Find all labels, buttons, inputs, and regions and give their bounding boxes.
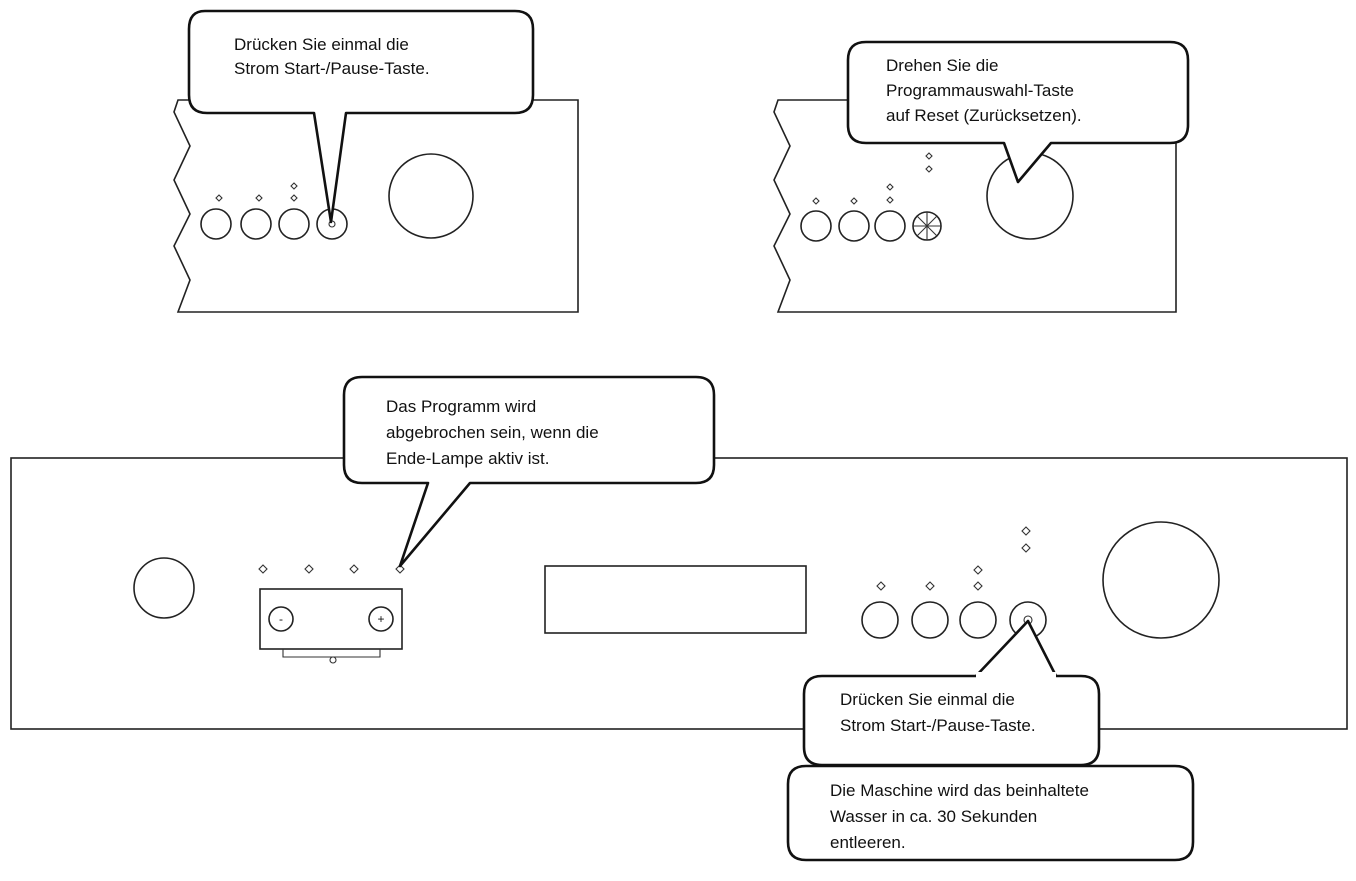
control-panel-body [10, 457, 1348, 730]
indicator-lamp [290, 182, 298, 190]
callout-top-left: Drücken Sie einmal die Strom Start-/Paus… [187, 9, 535, 224]
indicator-lamp [1021, 543, 1031, 553]
callout-bottom-right-drain-line-2: Wasser in ca. 30 Sekunden [830, 807, 1037, 826]
indicator-lamp [304, 564, 314, 574]
callout-top-right-line-2: Programmauswahl-Taste [886, 81, 1074, 100]
callout-bottom-right-drain-line-3: entleeren. [830, 833, 906, 852]
callout-bottom-right-press: Drücken Sie einmal die Strom Start-/Paus… [802, 619, 1101, 767]
callout-bottom-right-drain: Die Maschine wird das beinhaltete Wasser… [786, 764, 1195, 862]
indicator-lamp [850, 197, 858, 205]
display-window [544, 565, 807, 634]
indicator-lamp [258, 564, 268, 574]
program-selector-knob[interactable] [1102, 521, 1220, 639]
indicator-lamp [1021, 526, 1031, 536]
indicator-lamp [255, 194, 263, 202]
indicator-lamp [925, 165, 933, 173]
panel-top-right-buttons [800, 210, 942, 242]
callout-top-left-line-2: Strom Start-/Pause-Taste. [234, 59, 430, 78]
panel-bottom-indicators [876, 526, 1031, 591]
callout-tail-joint [976, 672, 1056, 679]
plus-button[interactable] [368, 606, 394, 632]
indicator-lamp [812, 197, 820, 205]
panel-top-right-indicators [812, 152, 933, 205]
indicator-lamp [290, 194, 298, 202]
left-dial[interactable] [133, 557, 195, 619]
end-lamp [395, 564, 405, 574]
callout-top-right: Drehen Sie die Programmauswahl-Taste auf… [846, 40, 1190, 184]
minus-button[interactable] [268, 606, 294, 632]
start-pause-button-pressed[interactable] [912, 211, 942, 241]
callout-top-right-line-3: auf Reset (Zurücksetzen). [886, 106, 1082, 125]
callout-top-left-line-1: Drücken Sie einmal die [234, 35, 409, 54]
panel-top-left [173, 99, 579, 313]
indicator-lamp [876, 581, 886, 591]
time-adjust-box [259, 588, 403, 650]
indicator-lamp [973, 581, 983, 591]
indicator-lamp [886, 183, 894, 191]
callout-bottom-middle: Das Programm wird abgebrochen sein, wenn… [342, 375, 716, 568]
minus-symbol: - [279, 612, 283, 626]
callout-bottom-middle-line-3: Ende-Lampe aktiv ist. [386, 449, 549, 468]
callout-bottom-middle-line-2: abgebrochen sein, wenn die [386, 423, 599, 442]
callout-bottom-right-press-line-1: Drücken Sie einmal die [840, 690, 1015, 709]
panel-top-left-indicators [215, 152, 336, 202]
callout-bottom-middle-line-1: Das Programm wird [386, 397, 536, 416]
option-button-3[interactable] [278, 208, 310, 240]
panel-top-left-buttons [200, 208, 348, 240]
option-button-2[interactable] [911, 601, 949, 639]
panel-bottom: - + [10, 457, 1348, 730]
indicator-lamp [215, 194, 223, 202]
option-button-3[interactable] [874, 210, 906, 242]
option-button-1[interactable] [861, 601, 899, 639]
option-button-2[interactable] [240, 208, 272, 240]
callout-bottom-right-drain-line-1: Die Maschine wird das beinhaltete [830, 781, 1089, 800]
plus-symbol: + [377, 612, 384, 626]
bracket-marker [329, 656, 337, 664]
bracket-line [282, 649, 381, 658]
indicator-lamp [925, 581, 935, 591]
option-button-2[interactable] [838, 210, 870, 242]
option-button-3[interactable] [959, 601, 997, 639]
option-button-1[interactable] [800, 210, 832, 242]
indicator-lamp [349, 564, 359, 574]
time-adjust-module: - + [259, 588, 403, 664]
option-button-1[interactable] [200, 208, 232, 240]
indicator-lamp [925, 152, 933, 160]
callout-top-right-line-1: Drehen Sie die [886, 56, 998, 75]
indicator-lamp [973, 565, 983, 575]
callout-bottom-right-press-line-2: Strom Start-/Pause-Taste. [840, 716, 1036, 735]
program-selector-knob[interactable] [388, 153, 474, 239]
end-lamp-indicators [258, 564, 405, 574]
indicator-lamp [886, 196, 894, 204]
